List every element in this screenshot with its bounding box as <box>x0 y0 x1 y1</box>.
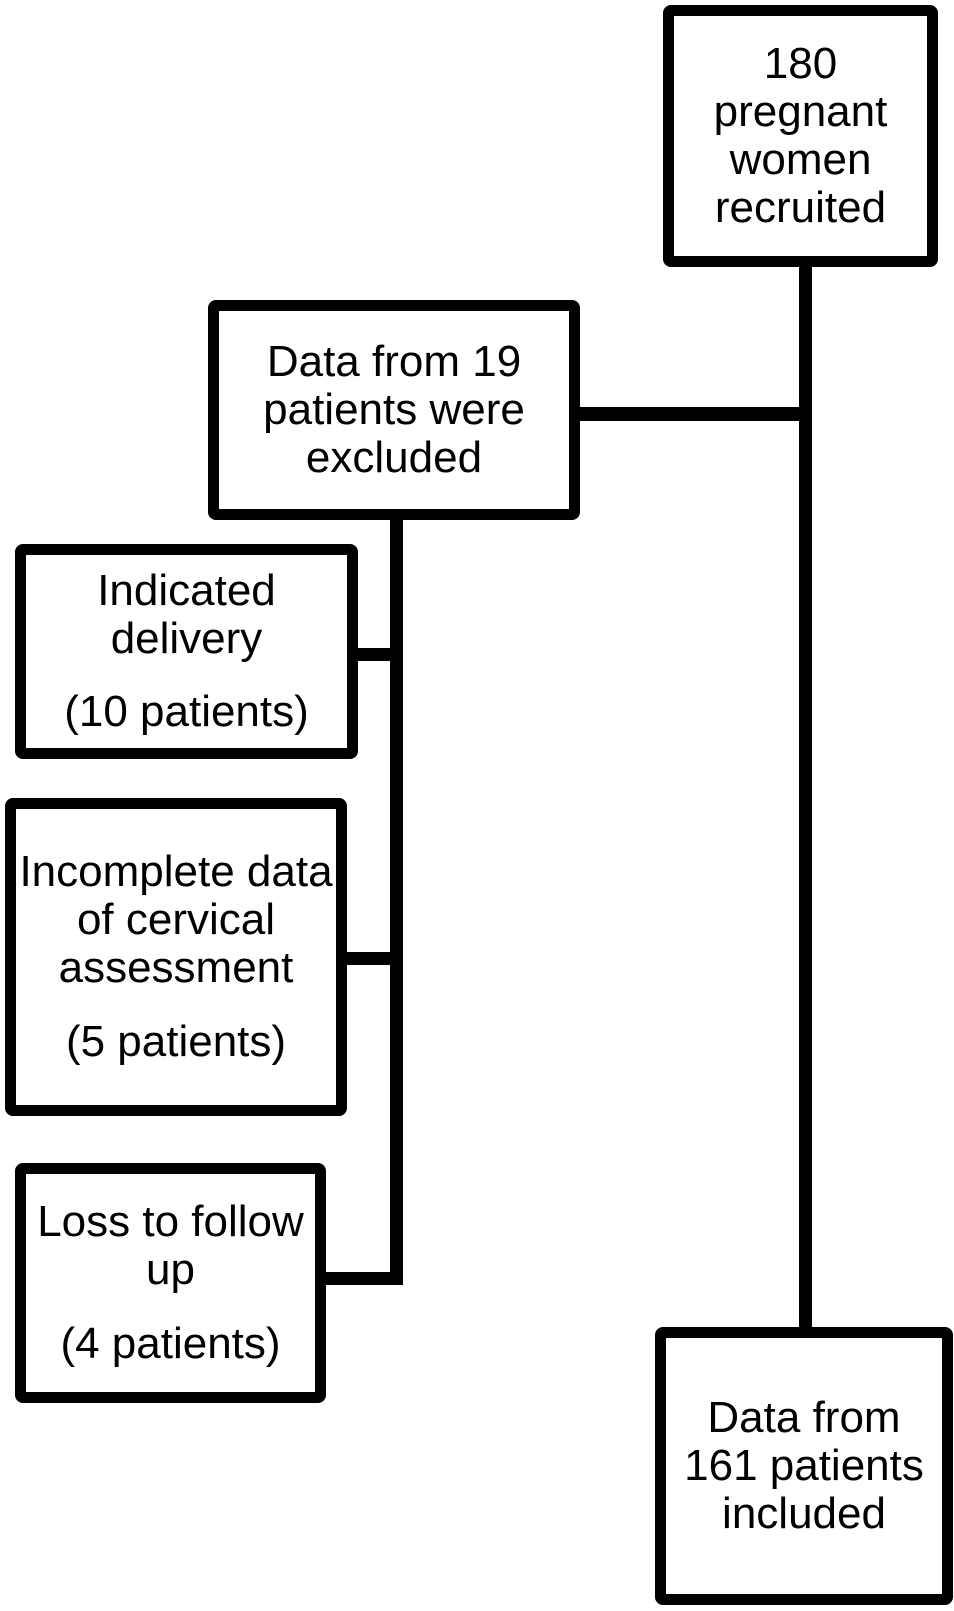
indicated-delivery-count: (10 patients) <box>64 687 309 737</box>
connector-incomplete-data-line <box>344 952 403 965</box>
excluded-text-line: excluded <box>305 432 483 482</box>
indicated-delivery-text-line: Indicated <box>97 565 276 615</box>
recruited-text-line: women <box>729 135 872 184</box>
box-loss-to-follow-up: Loss to follow up (4 patients) <box>15 1163 326 1403</box>
recruited-text-line: pregnant <box>713 87 888 137</box>
incomplete-data-text-line: assessment <box>58 943 294 992</box>
incomplete-data-count: (5 patients) <box>65 1016 287 1066</box>
connector-recruited-to-included-line <box>799 260 812 1335</box>
box-excluded: Data from 19 patients were excluded <box>208 300 580 520</box>
indicated-delivery-text-line: delivery <box>110 613 263 663</box>
box-incomplete-data: Incomplete data of cervical assessment (… <box>5 798 347 1116</box>
incomplete-data-text-line: of cervical <box>76 895 276 945</box>
connector-indicated-delivery-line <box>350 648 403 661</box>
included-text-line: Data from <box>707 1393 901 1443</box>
included-text-line: included <box>722 1488 886 1538</box>
excluded-text-line: Data from 19 <box>266 337 522 387</box>
loss-follow-up-text-line: up <box>146 1245 195 1295</box>
connector-excluded-branch-line <box>575 407 812 421</box>
loss-follow-up-count: (4 patients) <box>60 1318 281 1368</box>
connector-loss-follow-up-line <box>318 1272 403 1285</box>
box-included: Data from 161 patients included <box>655 1327 953 1605</box>
box-recruited: 180 pregnant women recruited <box>663 5 938 267</box>
incomplete-data-text-line: Incomplete data <box>19 847 333 897</box>
loss-follow-up-text-line: Loss to follow <box>37 1197 304 1247</box>
recruited-text-line: recruited <box>714 182 887 232</box>
recruited-text-line: 180 <box>763 39 838 89</box>
excluded-text-line: patients were <box>263 385 525 435</box>
included-text-line: 161 patients <box>684 1441 924 1491</box>
box-indicated-delivery: Indicated delivery (10 patients) <box>15 544 358 759</box>
connector-excluded-reasons-line <box>390 512 403 1285</box>
